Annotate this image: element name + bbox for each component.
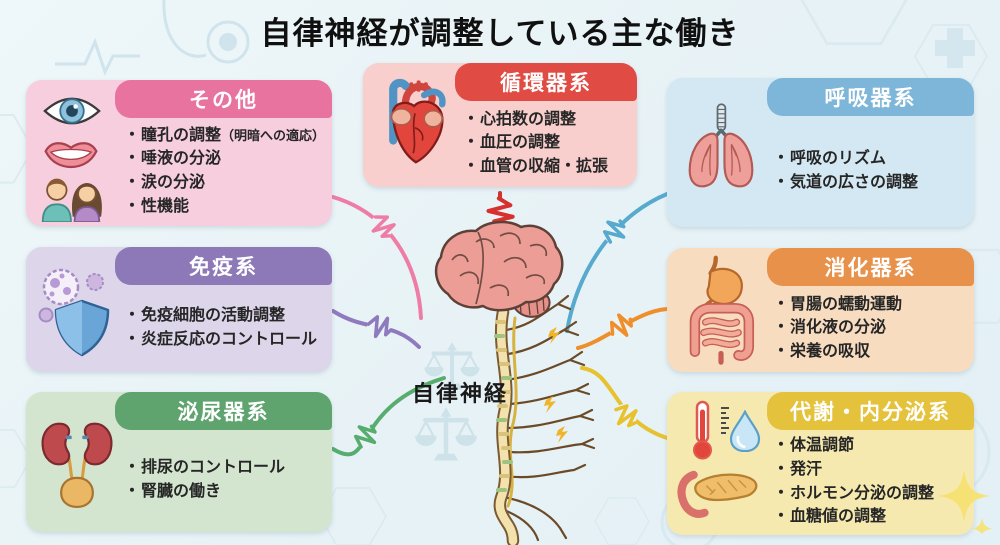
card-urinary-list: 排尿のコントロール 腎臓の働き xyxy=(124,430,328,530)
list-item: 免疫細胞の活動調整 xyxy=(124,305,328,327)
card-title: その他 xyxy=(189,89,258,112)
card-title: 免疫系 xyxy=(189,256,258,279)
spinal-cord-icon xyxy=(493,305,520,545)
sparkle-icon xyxy=(938,470,992,534)
list-item: 血糖値の調整 xyxy=(773,506,970,528)
card-metabolic: 代謝・内分泌系 体温調節 発汗 ホルモン分泌の調整 血糖値の調整 xyxy=(667,392,974,535)
thermometer-icon xyxy=(693,400,729,460)
list-item: 栄養の吸収 xyxy=(773,341,970,363)
stethoscope-icon xyxy=(162,0,250,64)
connector-metabolic xyxy=(580,366,669,440)
list-item: 心拍数の調整 xyxy=(463,109,633,131)
heart-icon xyxy=(389,78,446,164)
lips-icon xyxy=(44,142,98,169)
connector-respiratory xyxy=(565,192,669,333)
card-digestive-list: 胃腸の蠕動運動 消化液の分泌 栄養の吸収 xyxy=(773,286,970,370)
card-others-header: その他 xyxy=(115,80,332,118)
card-respiratory-header: 呼吸器系 xyxy=(767,78,974,116)
sympathetic-chain xyxy=(506,316,518,508)
connector-others xyxy=(331,195,423,320)
water-drop-icon xyxy=(729,410,761,452)
card-urinary: 泌尿器系 排尿のコントロール 腎臓の働き xyxy=(26,392,332,532)
list-item: 涙の分泌 xyxy=(124,172,328,194)
card-title: 呼吸器系 xyxy=(824,87,917,110)
card-respiratory-list: 呼吸のリズム 気道の広さの調整 xyxy=(773,116,970,225)
list-item: 瞳孔の調整（明暗への適応） xyxy=(124,125,328,147)
list-item: 腎臓の働き xyxy=(124,481,328,503)
list-item: 胃腸の蠕動運動 xyxy=(773,294,970,316)
card-respiratory: 呼吸器系 呼吸のリズム 気道の広さの調整 xyxy=(667,78,974,227)
lungs-icon xyxy=(688,103,754,188)
card-title: 代謝・内分泌系 xyxy=(790,401,951,424)
card-others: その他 瞳孔の調整（明暗への適 xyxy=(26,80,332,226)
card-circulatory-list: 心拍数の調整 血圧の調整 血管の収縮・拡張 xyxy=(463,101,633,185)
shield-icon xyxy=(54,299,110,357)
pulse-zigzag xyxy=(602,219,627,244)
card-digestive: 消化器系 胃腸の蠕動運動 消化液の分泌 栄養の吸収 xyxy=(667,248,974,372)
card-metabolic-header: 代謝・内分泌系 xyxy=(767,392,974,430)
pulse-zigzag xyxy=(613,404,638,428)
list-item: 炎症反応のコントロール xyxy=(124,329,328,351)
nerve-branches-icon xyxy=(502,294,596,542)
page-title: 自律神経が調整している主な働き xyxy=(260,16,740,51)
immune-cells-icon xyxy=(38,268,110,357)
list-item: 排尿のコントロール xyxy=(124,457,328,479)
card-immune: 免疫系 免疫細胞の活動調整 炎症反応のコントロール xyxy=(26,247,332,372)
card-urinary-header: 泌尿器系 xyxy=(115,392,332,430)
card-title: 循環器系 xyxy=(500,72,592,95)
list-item: 体温調節 xyxy=(773,435,970,457)
pulse-zigzag xyxy=(609,313,633,339)
card-immune-header: 免疫系 xyxy=(115,247,332,285)
couple-icon xyxy=(41,178,102,222)
list-item: 呼吸のリズム xyxy=(773,148,970,170)
card-title: 消化器系 xyxy=(824,257,917,280)
list-item: 消化液の分泌 xyxy=(773,317,970,339)
stomach-intestines-icon xyxy=(689,255,755,365)
center-label: 自律神経 xyxy=(412,381,509,406)
list-item: 唾液の分泌 xyxy=(124,148,328,170)
eye-icon xyxy=(43,97,101,125)
pancreas-icon xyxy=(677,470,758,518)
pulse-zigzag xyxy=(353,424,378,449)
medical-cross-icon xyxy=(935,28,975,68)
brain-spine-illustration xyxy=(414,220,596,545)
pulse-zigzag xyxy=(366,315,393,339)
heartbeat-line-icon xyxy=(55,37,140,76)
lightning-bolt-icon xyxy=(544,327,568,443)
brain-icon xyxy=(434,220,564,318)
card-circulatory-header: 循環器系 xyxy=(455,63,637,101)
card-others-list: 瞳孔の調整（明暗への適応） 唾液の分泌 涙の分泌 性機能 xyxy=(124,118,328,224)
list-item: 発汗 xyxy=(773,459,970,481)
card-metabolic-list: 体温調節 発汗 ホルモン分泌の調整 血糖値の調整 xyxy=(773,430,970,533)
card-title: 泌尿器系 xyxy=(177,401,270,424)
list-item: 気道の広さの調整 xyxy=(773,172,970,194)
card-circulatory: 循環器系 心拍数の調整 血圧の調整 血管の収縮・拡張 xyxy=(363,63,637,187)
card-digestive-header: 消化器系 xyxy=(767,248,974,286)
kidneys-bladder-icon xyxy=(41,422,113,509)
list-item: 性機能 xyxy=(124,196,328,218)
pulse-zigzag xyxy=(370,214,396,239)
list-item: 血圧の調整 xyxy=(463,132,633,154)
card-immune-list: 免疫細胞の活動調整 炎症反応のコントロール xyxy=(124,285,328,370)
list-item: 血管の収縮・拡張 xyxy=(463,156,633,178)
list-item: ホルモン分泌の調整 xyxy=(773,483,970,505)
